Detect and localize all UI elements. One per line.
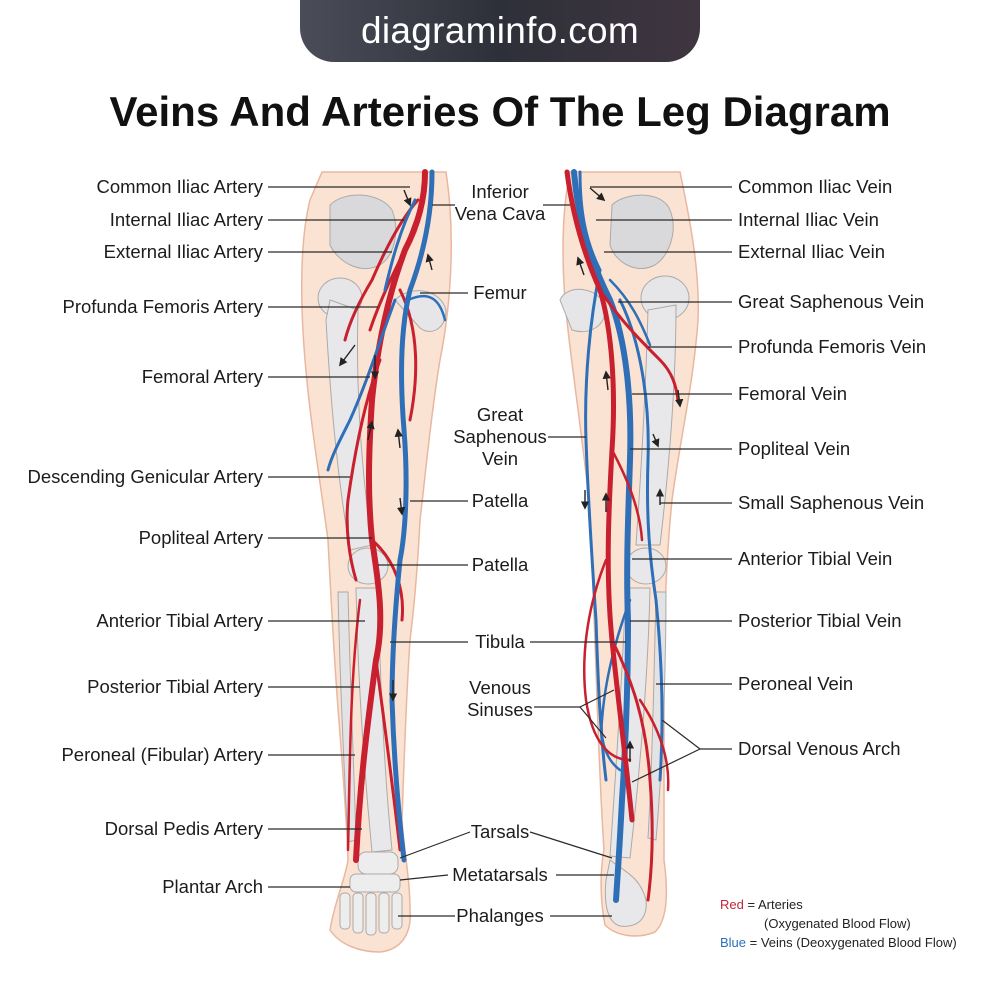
legend-red-sub: (Oxygenated Blood Flow) bbox=[764, 916, 911, 931]
label-tibula: Tibula bbox=[475, 631, 525, 652]
page-title: Veins And Arteries Of The Leg Diagram bbox=[109, 88, 891, 135]
right-arteries bbox=[564, 169, 680, 902]
label-dorsal-pedis-artery: Dorsal Pedis Artery bbox=[104, 818, 263, 839]
right-knee bbox=[625, 547, 667, 585]
legend-blue-word: Blue bbox=[720, 935, 747, 950]
right-flow-arrows bbox=[576, 187, 684, 762]
legend-red-text: = Arteries bbox=[743, 897, 803, 912]
label-patella-2: Patella bbox=[471, 554, 529, 575]
right-leg bbox=[559, 169, 700, 937]
label-posterior-tibial-artery: Posterior Tibial Artery bbox=[87, 676, 263, 697]
label-anterior-tibial-artery: Anterior Tibial Artery bbox=[96, 610, 263, 631]
label-common-iliac-vein: Common Iliac Vein bbox=[738, 176, 893, 197]
left-pelvis bbox=[329, 194, 397, 269]
label-profunda-femoris-vein: Profunda Femoris Vein bbox=[738, 336, 927, 357]
label-external-iliac-artery: External Iliac Artery bbox=[103, 241, 263, 262]
label-popliteal-vein: Popliteal Vein bbox=[738, 438, 851, 459]
left-patella bbox=[347, 547, 389, 585]
site-banner[interactable]: diagraminfo.com bbox=[300, 0, 700, 62]
label-peroneal-artery: Peroneal (Fibular) Artery bbox=[61, 744, 263, 765]
label-inferior-vena-cava: Inferior Vena Cava bbox=[454, 181, 546, 224]
label-anterior-tibial-vein: Anterior Tibial Vein bbox=[738, 548, 893, 569]
legend-blue-text: = Veins (Deoxygenated Blood Flow) bbox=[746, 935, 957, 950]
legend-row-arteries: Red = Arteries bbox=[720, 895, 957, 914]
label-small-saphenous-vein: Small Saphenous Vein bbox=[738, 492, 925, 513]
label-peroneal-vein: Peroneal Vein bbox=[738, 673, 854, 694]
label-tarsals: Tarsals bbox=[470, 821, 530, 842]
label-profunda-femoris-artery: Profunda Femoris Artery bbox=[62, 296, 264, 317]
left-veins bbox=[326, 169, 447, 863]
label-venous-sinuses: Venous Sinuses bbox=[467, 677, 533, 720]
label-internal-iliac-artery: Internal Iliac Artery bbox=[109, 209, 263, 230]
legend-row-veins: Blue = Veins (Deoxygenated Blood Flow) bbox=[720, 933, 957, 952]
label-patella-1: Patella bbox=[471, 490, 529, 511]
label-posterior-tibial-vein: Posterior Tibial Vein bbox=[738, 610, 902, 631]
left-flow-arrows bbox=[338, 189, 434, 702]
label-phalanges: Phalanges bbox=[456, 905, 544, 926]
label-great-saphenous-vein-center: Great Saphenous Vein bbox=[453, 404, 547, 469]
label-popliteal-artery: Popliteal Artery bbox=[138, 527, 263, 548]
label-great-saphenous-vein: Great Saphenous Vein bbox=[738, 291, 925, 312]
label-femoral-artery: Femoral Artery bbox=[141, 366, 263, 387]
left-foot-bones bbox=[339, 851, 403, 936]
right-pelvis bbox=[609, 194, 674, 269]
left-tibia bbox=[355, 587, 393, 853]
label-femur: Femur bbox=[473, 282, 527, 303]
label-internal-iliac-vein: Internal Iliac Vein bbox=[738, 209, 879, 230]
label-descending-genicular-artery: Descending Genicular Artery bbox=[27, 466, 263, 487]
label-dorsal-venous-arch: Dorsal Venous Arch bbox=[738, 738, 901, 759]
label-femoral-vein: Femoral Vein bbox=[738, 383, 847, 404]
right-veins bbox=[571, 169, 664, 903]
label-metatarsals: Metatarsals bbox=[452, 864, 548, 885]
left-leg bbox=[300, 169, 452, 953]
legend-red-word: Red bbox=[720, 897, 744, 912]
label-plantar-arch: Plantar Arch bbox=[162, 876, 263, 897]
legend: Red = Arteries (Oxygenated Blood Flow) B… bbox=[720, 895, 957, 952]
label-external-iliac-vein: External Iliac Vein bbox=[738, 241, 886, 262]
label-common-iliac-artery: Common Iliac Artery bbox=[96, 176, 263, 197]
leader-lines bbox=[268, 186, 732, 917]
